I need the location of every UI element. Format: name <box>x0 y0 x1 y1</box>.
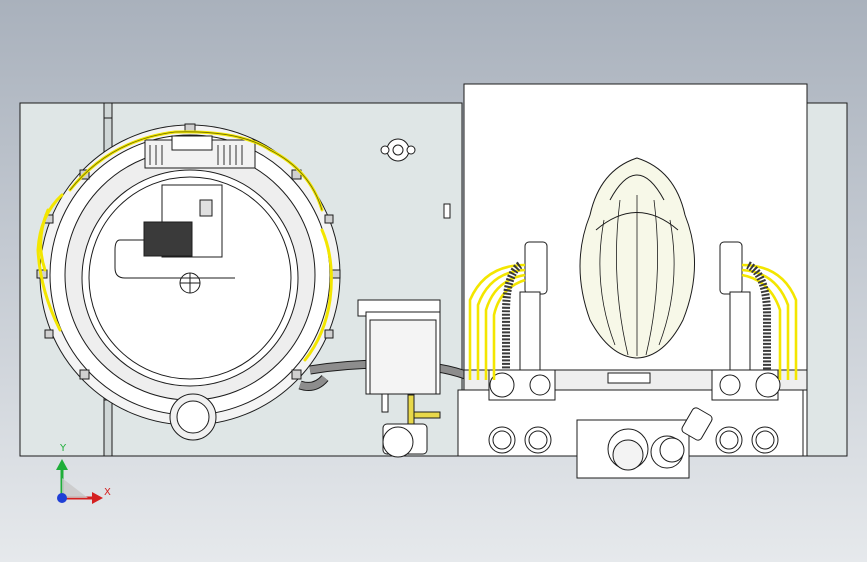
control-module <box>143 221 193 257</box>
bladder <box>579 157 696 359</box>
right-tubing <box>741 263 798 380</box>
drum-assembly <box>36 123 341 441</box>
drum-drain-hole <box>176 400 210 434</box>
side-peg <box>443 203 451 219</box>
control-connector <box>199 199 213 217</box>
drum-wire-outline <box>69 131 323 211</box>
coordinate-triad <box>56 459 103 504</box>
base-rail-ports <box>488 426 779 471</box>
detergent-drawer <box>357 299 441 426</box>
heater-fins <box>149 145 243 165</box>
drum-inner-rim <box>88 176 292 380</box>
heater-cap <box>171 135 213 151</box>
top-fitting <box>380 138 416 162</box>
right-valve-column <box>711 241 781 401</box>
triad-x-label: X <box>104 487 111 498</box>
left-valve-column <box>488 241 556 401</box>
mount-slot <box>607 372 651 384</box>
left-tubing <box>468 263 526 380</box>
control-cable <box>114 239 235 279</box>
corrugated-hoses <box>501 261 772 370</box>
triad-y-label: Y <box>60 443 67 454</box>
angled-fittings <box>659 407 713 463</box>
right-side-panel <box>799 102 848 457</box>
z-axis-dot <box>57 493 67 503</box>
